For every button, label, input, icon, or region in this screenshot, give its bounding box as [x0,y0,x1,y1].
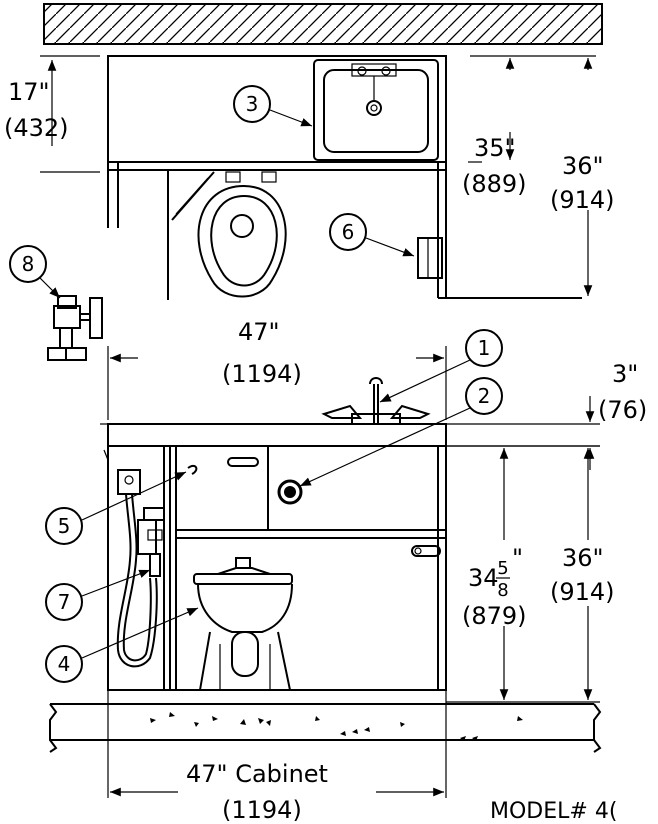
callout-5-number: 5 [58,514,71,538]
counter-3-mm: (76) [598,396,647,424]
cabinet-body [107,445,447,691]
model-number-label: MODEL# 4( [490,799,617,824]
counter-3-inches: 3" [612,360,638,388]
plan-sink [313,59,439,161]
plan-view [40,3,603,300]
height-34-denominator: 8 [497,580,508,601]
plan-depth-17-inches: 17" [8,78,50,106]
callout-6: 6 [329,213,415,257]
elevation-dimension-lines [107,445,600,798]
plan-depth-36-inches: 36" [562,152,604,180]
height-36-mm: (914) [550,578,615,606]
plan-door-swing [167,170,215,300]
callout-6-number: 6 [342,220,355,244]
callout-3: 3 [233,85,313,127]
plan-depth-17-mm: (432) [4,114,69,142]
flush-valve-drawing [47,295,103,361]
width-47-inches: 47" [238,318,280,346]
height-34-mm: (879) [462,602,527,630]
plan-toilet-bowl [197,171,287,298]
cabinet-width-label: 47" Cabinet [186,760,328,788]
callout-7-number: 7 [58,590,71,614]
callout-1-number: 1 [478,336,491,360]
height-34-inch-mark: " [512,544,523,572]
cabinet-width-mm: (1194) [222,796,302,824]
wall-hatch [43,3,603,45]
height-36-inches: 36" [562,544,604,572]
faucet-drawing [321,377,431,425]
height-34-5-8-label: 34 5 8 " [468,544,523,601]
plan-item-6-box [417,237,443,279]
toilet-elevation-drawing [193,557,293,691]
callout-8: 8 [9,245,61,299]
callout-4-number: 4 [58,652,71,676]
height-34-numerator: 5 [497,558,508,579]
plan-depth-35-inches: 35" [474,134,516,162]
floor-slab [49,690,602,753]
hose-sprayer-drawing [116,469,165,668]
callout-2-number: 2 [478,384,491,408]
plan-dimension-lines [40,55,596,296]
callout-1: 1 [379,329,503,403]
width-47-mm: (1194) [222,360,302,388]
callout-5: 5 [45,471,187,545]
callout-7: 7 [45,569,151,621]
callout-3-number: 3 [246,92,259,116]
plan-cabinet-outline [107,55,447,163]
plan-depth-36-mm: (914) [550,186,615,214]
plan-depth-35-mm: (889) [462,170,527,198]
callout-2: 2 [299,377,503,487]
callout-4: 4 [45,607,199,683]
height-34-whole: 34 [468,564,499,592]
elevation-view [49,346,602,798]
callout-8-number: 8 [22,252,35,276]
